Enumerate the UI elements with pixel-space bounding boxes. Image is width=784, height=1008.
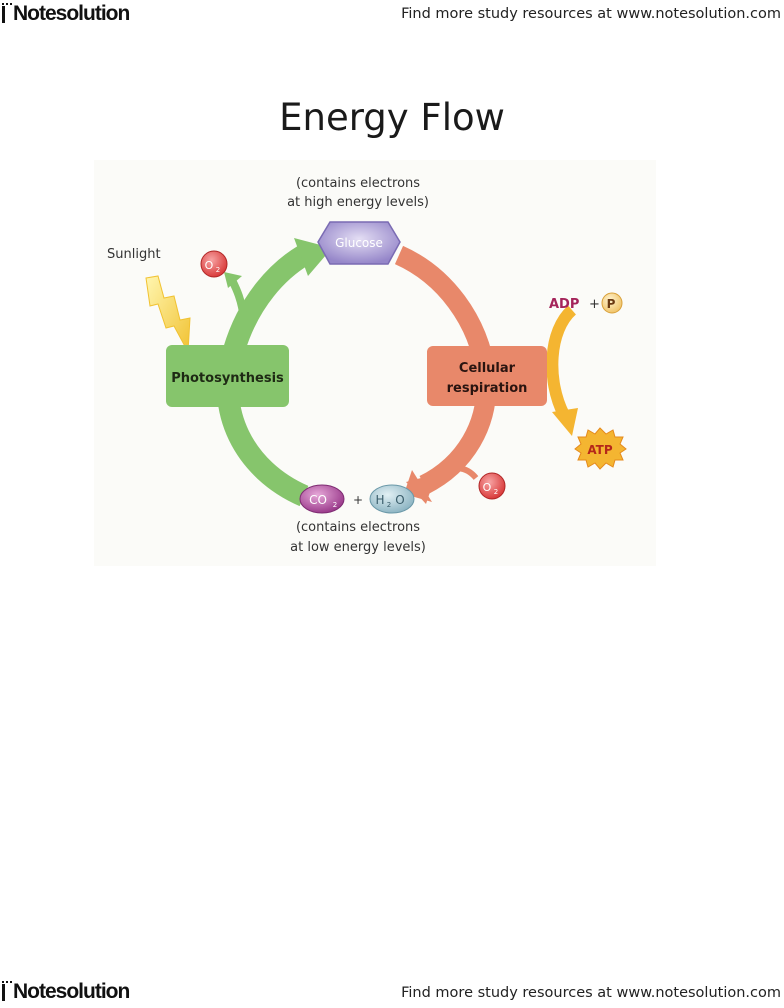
- o2-top-sub: 2: [216, 266, 220, 274]
- atp-production-arrow: [546, 305, 577, 418]
- page-title: Energy Flow: [279, 96, 505, 139]
- logo-text: Notesolution: [13, 2, 130, 25]
- cellular-respiration-box: [427, 346, 547, 406]
- co2-sub: 2: [333, 501, 337, 509]
- header-tagline: Find more study resources at www.notesol…: [401, 6, 781, 22]
- atp-starburst: [574, 427, 627, 470]
- top-note-line1: (contains electrons: [296, 176, 420, 191]
- photosynthesis-label: Photosynthesis: [171, 371, 284, 386]
- h2o-sub: 2: [387, 501, 391, 509]
- adp-label: ADP: [549, 297, 579, 312]
- adp-plus: +: [589, 297, 600, 312]
- footer-logo-text: Notesolution: [13, 980, 130, 1003]
- footer-notesolution-logo: Notesolution: [2, 980, 130, 1004]
- bottom-note-line1: (contains electrons: [296, 520, 420, 535]
- co2-molecule: [299, 484, 345, 514]
- photosynthesis-box: [166, 345, 289, 407]
- h2o-molecule: [369, 484, 415, 514]
- o2-bottom-sub: 2: [494, 488, 498, 496]
- diagram-svg: Photosynthesis Cellular respiration (con…: [107, 176, 627, 555]
- o2-top-label: O: [205, 259, 214, 272]
- top-note-line2: at high energy levels): [287, 195, 429, 210]
- footer-tagline: Find more study resources at www.notesol…: [401, 985, 781, 1001]
- glucose-hexagon: [317, 221, 401, 265]
- footer-logo-mark-icon: [2, 981, 12, 1003]
- cellular-label-line1: Cellular: [459, 361, 516, 376]
- phosphate-molecule: [601, 292, 623, 314]
- sunlight-label: Sunlight: [107, 247, 161, 262]
- logo-mark-icon: [2, 3, 12, 25]
- molecule-plus: +: [353, 493, 363, 507]
- atp-label: ATP: [587, 443, 613, 457]
- notesolution-logo: Notesolution: [2, 2, 130, 26]
- energy-flow-diagram: Photosynthesis Cellular respiration (con…: [94, 160, 656, 566]
- phosphate-label: P: [607, 297, 616, 311]
- co2-label: CO: [309, 493, 327, 507]
- bottom-note-line2: at low energy levels): [290, 540, 426, 555]
- sunlight-bolt-icon: [145, 275, 191, 354]
- h2o-o: O: [395, 493, 404, 507]
- o2-bottom-label: O: [483, 481, 492, 494]
- cellular-label-line2: respiration: [447, 381, 528, 396]
- o2-molecule-bottom: [478, 472, 506, 500]
- h2o-h: H: [375, 493, 384, 507]
- glucose-label: Glucose: [335, 236, 383, 250]
- o2-molecule-top: [200, 250, 228, 278]
